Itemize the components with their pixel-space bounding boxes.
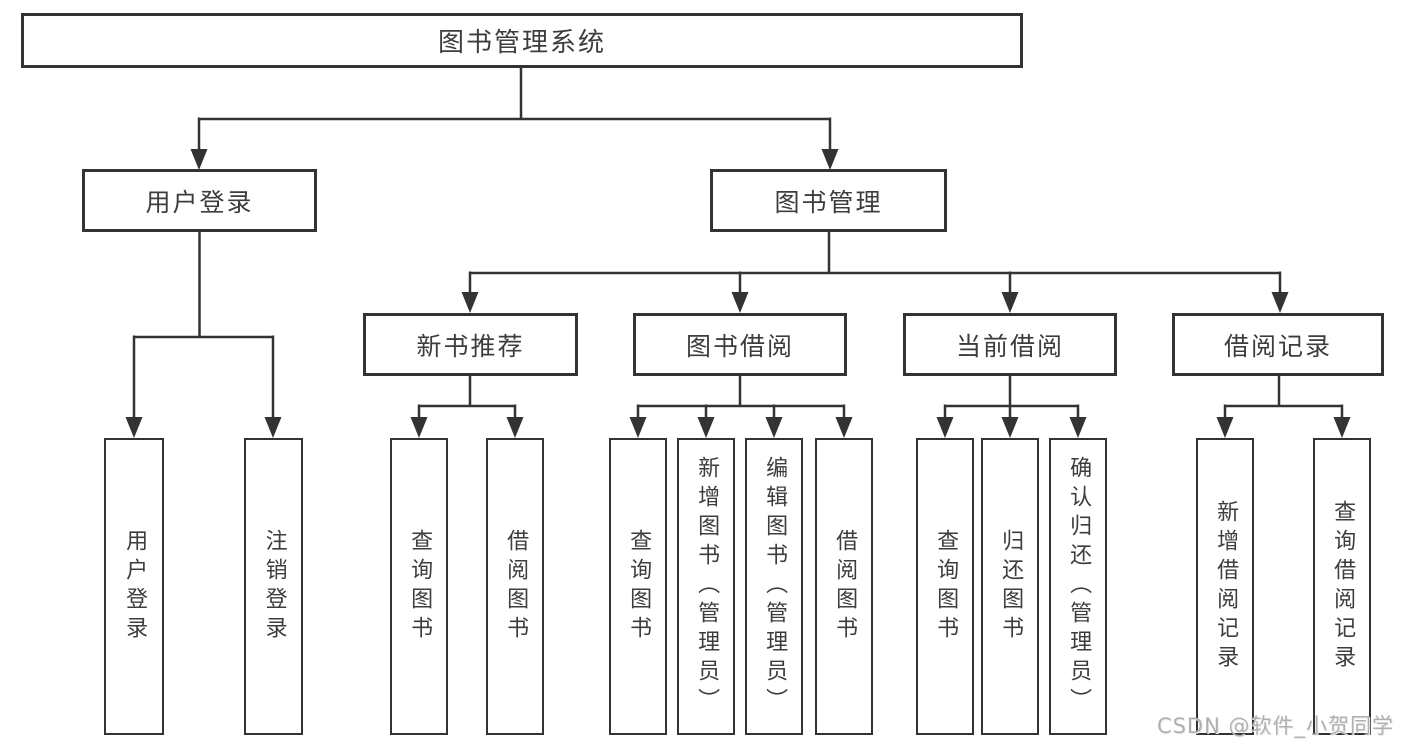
leaf-query-borrow-record: 查询借阅记录 [1313,438,1371,735]
leaf-query-books-current-label: 查询图书 [933,528,959,645]
arrowhead-icon [1001,417,1019,438]
node-borrow-records: 借阅记录 [1172,313,1384,376]
arrowhead-icon [936,417,954,438]
node-root: 图书管理系统 [21,13,1023,68]
leaf-confirm-return-admin: 确认归还（管理员） [1049,438,1107,735]
arrowhead-icon [125,417,143,438]
arrowhead-icon [731,292,749,313]
arrowhead-icon [190,149,208,170]
connector-current-borrow [943,376,1080,418]
leaf-add-borrow-record: 新增借阅记录 [1196,438,1254,735]
arrowhead-icon [264,417,282,438]
connector-user-login [132,232,275,418]
connector-new-book-recommend [417,376,517,418]
leaf-edit-book-admin: 编辑图书（管理员） [745,438,803,735]
leaf-query-books-borrow-label: 查询图书 [626,528,652,645]
connector-book-borrow [636,376,846,418]
arrowhead-icon [1216,417,1234,438]
node-book-management-label: 图书管理 [774,187,883,217]
node-book-management: 图书管理 [710,169,947,232]
arrowhead-icon [629,417,647,438]
leaf-logout: 注销登录 [244,438,303,735]
node-book-borrow-label: 图书借阅 [685,331,794,361]
leaf-borrow-books-recommend-label: 借阅图书 [503,528,529,645]
node-borrow-records-label: 借阅记录 [1223,331,1332,361]
leaf-logout-label: 注销登录 [261,528,287,645]
node-user-login: 用户登录 [82,169,317,232]
leaf-query-books-recommend: 查询图书 [390,438,448,735]
leaf-query-books-recommend-label: 查询图书 [407,528,433,645]
leaf-borrow-books-label: 借阅图书 [832,528,858,645]
leaf-query-books-current: 查询图书 [916,438,974,735]
leaf-query-borrow-record-label: 查询借阅记录 [1330,499,1356,674]
arrowhead-icon [461,292,479,313]
node-new-book-recommend: 新书推荐 [363,313,578,376]
leaf-borrow-books: 借阅图书 [815,438,873,735]
node-root-label: 图书管理系统 [437,28,606,58]
leaf-query-books-borrow: 查询图书 [609,438,667,735]
node-new-book-recommend-label: 新书推荐 [416,331,525,361]
leaf-add-book-admin: 新增图书（管理员） [677,438,735,735]
leaf-borrow-books-recommend: 借阅图书 [486,438,544,735]
leaf-edit-book-admin-label: 编辑图书（管理员） [762,456,788,717]
arrowhead-icon [506,417,524,438]
leaf-add-borrow-record-label: 新增借阅记录 [1213,499,1239,674]
node-current-borrow-label: 当前借阅 [955,331,1064,361]
connector-root [197,68,832,150]
leaf-confirm-return-admin-label: 确认归还（管理员） [1066,456,1092,717]
node-user-login-label: 用户登录 [145,187,254,217]
arrowhead-icon [821,149,839,170]
arrowhead-icon [1271,292,1289,313]
arrowhead-icon [410,417,428,438]
arrowhead-icon [1333,417,1351,438]
leaf-add-book-admin-label: 新增图书（管理员） [694,456,720,717]
arrowhead-icon [1001,292,1019,313]
leaf-user-login-label: 用户登录 [122,528,148,645]
node-book-borrow: 图书借阅 [633,313,847,376]
connector-borrow-records [1223,376,1344,418]
leaf-user-login: 用户登录 [104,438,164,735]
node-current-borrow: 当前借阅 [903,313,1117,376]
arrowhead-icon [835,417,853,438]
arrowhead-icon [697,417,715,438]
arrowhead-icon [765,417,783,438]
csdn-watermark: CSDN @软件_小贺同学 [1156,714,1394,738]
leaf-return-book-label: 归还图书 [998,528,1024,645]
connector-book-management [468,232,1282,293]
leaf-return-book: 归还图书 [981,438,1039,735]
arrowhead-icon [1069,417,1087,438]
